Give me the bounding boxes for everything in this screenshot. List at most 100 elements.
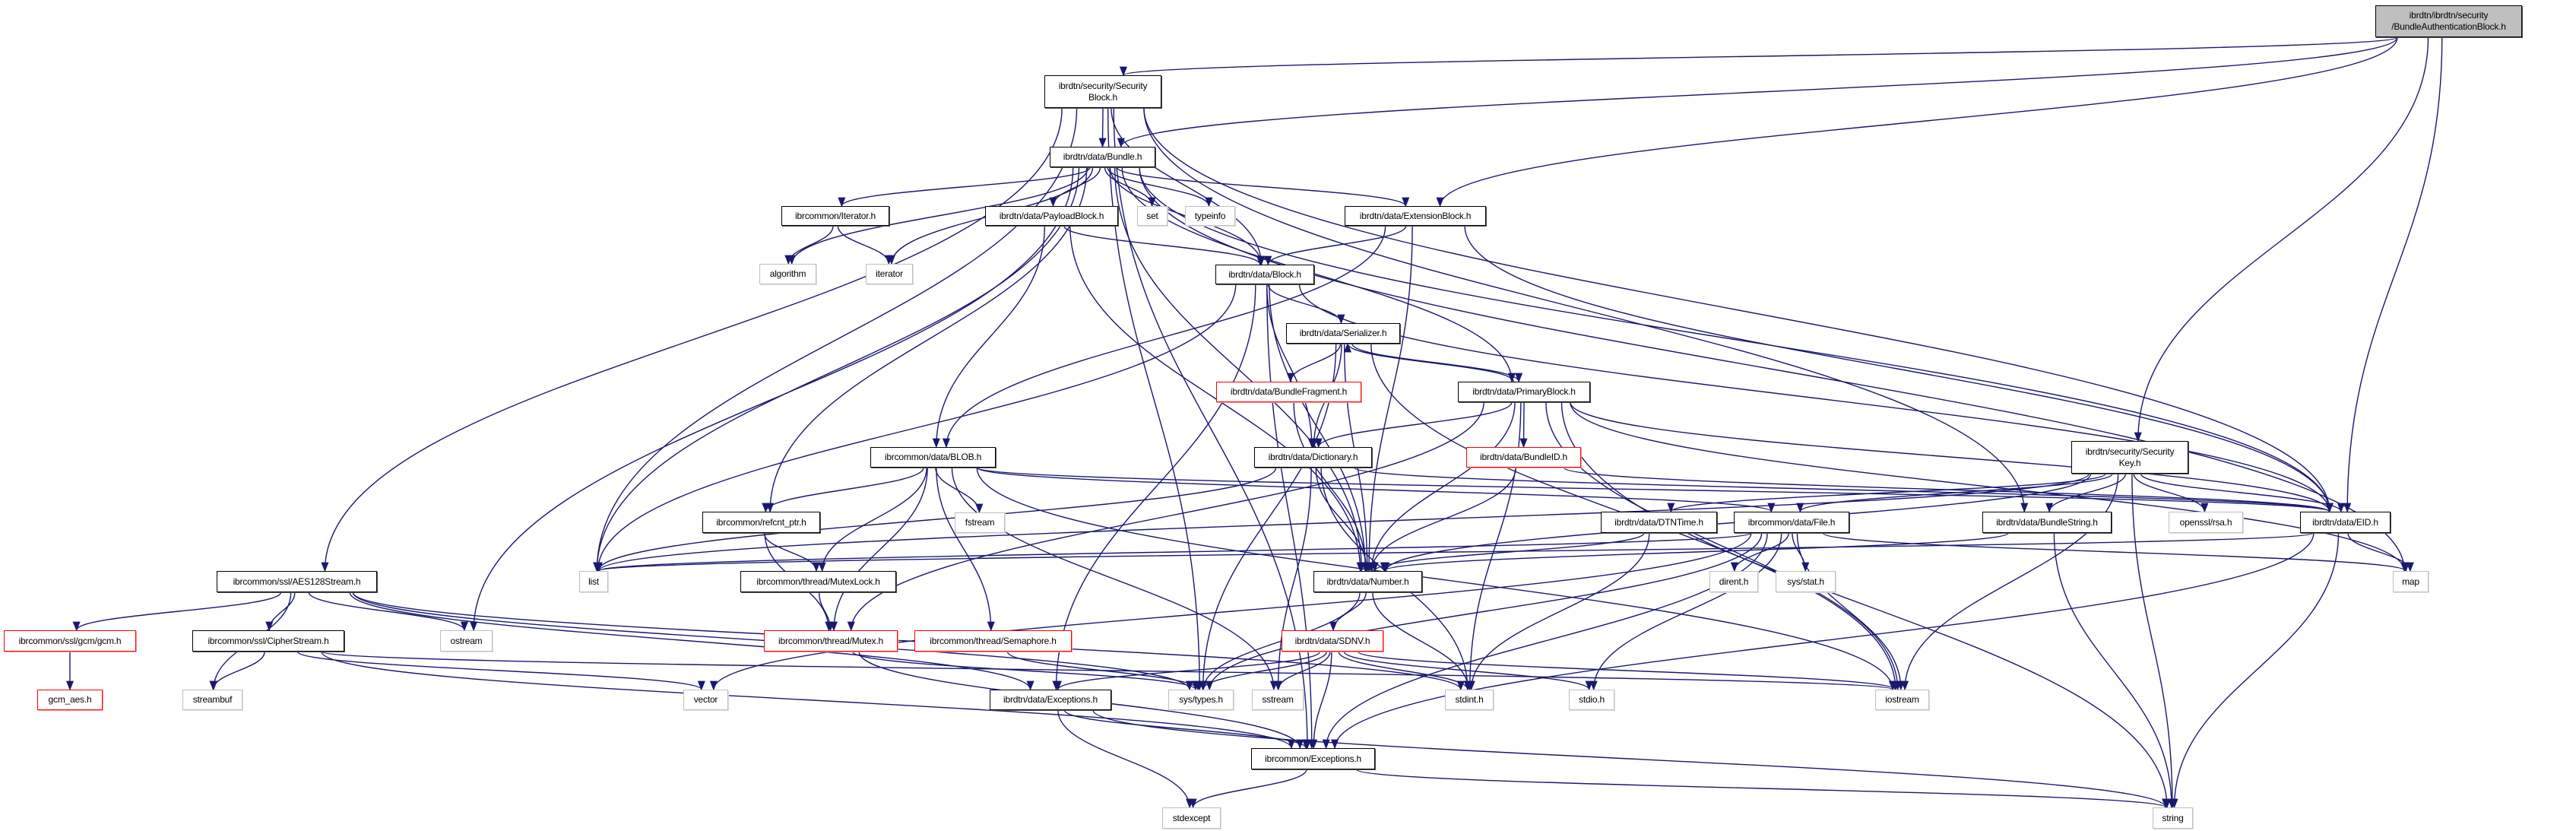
- edge-file-to-iostream: [1796, 532, 1905, 691]
- edge-file-to-cexc: [1322, 532, 1768, 750]
- edge-bab-to-ext: [1436, 36, 2398, 208]
- edge-file-to-stdio: [1589, 532, 1782, 691]
- node-gcmaes[interactable]: gcm_aes.h: [37, 690, 103, 710]
- node-aes[interactable]: ibrcommon/ssl/AES128Stream.h: [217, 571, 377, 592]
- edge-file-to-list: [595, 532, 1752, 573]
- node-bundleid[interactable]: ibrdtn/data/BundleID.h: [1466, 447, 1581, 468]
- edge-bundle-to-number: [1114, 167, 1366, 573]
- edge-bundleid-to-number: [1367, 467, 1516, 573]
- edge-blob-to-sstream: [951, 467, 1278, 691]
- node-mutex[interactable]: ibrcommon/thread/Mutex.h: [764, 630, 898, 652]
- node-secblock[interactable]: ibrdtn/security/Security Block.h: [1044, 75, 1161, 108]
- node-bab[interactable]: ibrdtn/ibrdtn/security /BundleAuthentica…: [2375, 5, 2522, 37]
- edge-blob-to-mutexlock: [818, 467, 927, 573]
- edge-bundle-to-primary: [1121, 167, 1516, 383]
- edge-bab-to-bundle: [1117, 36, 2398, 148]
- edge-ext-to-block: [1264, 225, 1407, 266]
- edge-dexc-to-cexc: [1063, 709, 1310, 750]
- edge-blob-to-mutex: [829, 467, 928, 632]
- edge-eid-to-list: [595, 532, 2315, 573]
- node-number[interactable]: ibrdtn/data/Number.h: [1313, 571, 1422, 592]
- edge-dexc-to-string: [1092, 709, 2169, 809]
- node-payload[interactable]: ibrdtn/data/PayloadBlock.h: [985, 206, 1118, 226]
- node-eid[interactable]: ibrdtn/data/EID.h: [2300, 512, 2391, 533]
- edge-aes-to-ostream: [308, 592, 468, 632]
- node-cexc[interactable]: ibrcommon/Exceptions.h: [1251, 748, 1375, 769]
- node-dtntime[interactable]: ibrdtn/data/DTNTime.h: [1601, 512, 1717, 533]
- node-sdnv[interactable]: ibrdtn/data/SDNV.h: [1282, 630, 1383, 652]
- edge-seckey-to-list: [594, 473, 2090, 573]
- edge-seckey-to-eid: [2140, 473, 2345, 513]
- edge-iterh-to-algorithm: [784, 225, 834, 265]
- edge-sdnv-to-stdio: [1343, 651, 1593, 691]
- edge-dtntime-to-stdint: [1467, 532, 1650, 691]
- edge-blob-to-semaphore: [936, 467, 995, 632]
- node-bundlestring[interactable]: ibrdtn/data/BundleString.h: [1982, 512, 2112, 533]
- edge-ext-to-blob: [942, 225, 1386, 449]
- edge-sdnv-to-stdint: [1338, 651, 1472, 691]
- node-seckey[interactable]: ibrdtn/security/Security Key.h: [2071, 441, 2188, 474]
- edge-bundle-to-algorithm: [787, 167, 1089, 265]
- edge-file-to-sysstat: [1792, 532, 1810, 573]
- edge-payload-to-block: [1063, 225, 1264, 266]
- edge-dictionary-to-list: [594, 467, 1277, 573]
- edge-aes-to-cipher: [265, 592, 296, 632]
- edge-file-to-vector: [709, 532, 1752, 691]
- node-gcm[interactable]: ibrcommon/ssl/gcm/gcm.h: [4, 630, 136, 652]
- node-primary[interactable]: ibrdtn/data/PrimaryBlock.h: [1458, 382, 1590, 402]
- edge-payload-to-number: [1069, 225, 1364, 573]
- node-dexc[interactable]: ibrdtn/data/Exceptions.h: [990, 690, 1111, 710]
- edge-block-to-serializer: [1267, 284, 1345, 325]
- edge-cipher-to-iostream: [321, 651, 1896, 691]
- edge-seckey-to-iostream: [1901, 473, 2119, 691]
- edge-primary-to-dictionary: [1314, 401, 1513, 449]
- edge-cexc-to-stdexcept: [1189, 769, 1307, 809]
- node-refcnt[interactable]: ibrcommon/refcnt_ptr.h: [702, 512, 820, 533]
- edge-secblock-to-block: [1111, 107, 1266, 266]
- edge-block-to-number: [1269, 284, 1370, 573]
- node-file[interactable]: ibrcommon/data/File.h: [1734, 512, 1849, 533]
- node-set: set: [1137, 206, 1168, 226]
- edge-bundle-to-typeinfo: [1107, 167, 1213, 208]
- node-ext[interactable]: ibrdtn/data/ExtensionBlock.h: [1345, 206, 1486, 226]
- edge-block-to-dexc: [1052, 284, 1256, 691]
- node-dictionary[interactable]: ibrdtn/data/Dictionary.h: [1254, 447, 1372, 468]
- node-iterh[interactable]: ibrcommon/Iterator.h: [781, 206, 889, 226]
- node-stdexcept: stdexcept: [1162, 807, 1221, 829]
- edge-aes-to-dexc: [349, 592, 1035, 691]
- edge-cexc-to-string: [1355, 769, 2169, 809]
- node-block[interactable]: ibrdtn/data/Block.h: [1215, 265, 1314, 284]
- node-mutexlock[interactable]: ibrcommon/thread/MutexLock.h: [740, 571, 896, 592]
- edge-primary-to-serializer: [1344, 342, 1514, 382]
- node-semaphore[interactable]: ibrcommon/thread/Semaphore.h: [914, 630, 1072, 652]
- edge-bundlestring-to-string: [2053, 532, 2176, 809]
- edge-bundle-to-refcnt: [766, 167, 1088, 513]
- edge-dictionary-to-eid: [1354, 467, 2334, 513]
- edge-payload-to-blob: [932, 225, 1046, 449]
- node-sysstat: sys/stat.h: [1776, 571, 1836, 592]
- node-algorithm: algorithm: [759, 264, 816, 284]
- node-serializer[interactable]: ibrdtn/data/Serializer.h: [1286, 323, 1400, 344]
- node-string: string: [2153, 807, 2193, 829]
- node-iostream: iostream: [1875, 690, 1929, 710]
- edge-blob-to-iostream: [976, 467, 1897, 691]
- edge-eid-to-map: [2347, 532, 2414, 573]
- node-cipher[interactable]: ibrcommon/ssl/CipherStream.h: [192, 630, 344, 652]
- edge-bundlestring-to-number: [1380, 532, 2010, 573]
- edge-serializer-to-fragment: [1286, 343, 1342, 383]
- edge-aes-to-gcm: [72, 592, 282, 632]
- node-sstream: sstream: [1252, 690, 1304, 710]
- node-blob[interactable]: ibrcommon/data/BLOB.h: [870, 447, 996, 468]
- node-iterator: iterator: [866, 264, 913, 284]
- edge-eid-to-string: [2170, 532, 2340, 809]
- edge-sdnv-to-dexc: [1054, 651, 1321, 691]
- edge-serializer-to-systypes: [1199, 343, 1337, 691]
- edge-cipher-to-vector: [296, 651, 705, 691]
- edge-cipher-to-cexc: [321, 651, 1295, 750]
- edge-seckey-to-string: [2131, 473, 2177, 809]
- node-bundle[interactable]: ibrdtn/data/Bundle.h: [1050, 147, 1155, 167]
- edge-mutexlock-to-mutex: [818, 592, 835, 632]
- edge-block-to-list: [594, 284, 1237, 573]
- node-fragment[interactable]: ibrdtn/data/BundleFragment.h: [1216, 382, 1361, 402]
